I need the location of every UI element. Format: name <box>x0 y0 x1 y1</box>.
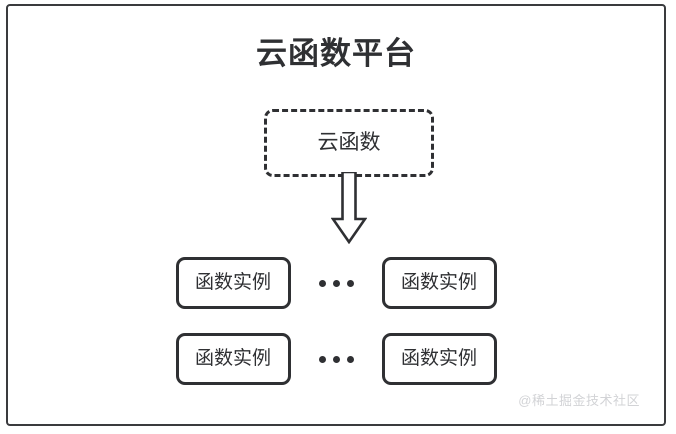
ellipsis-dot <box>318 355 326 363</box>
function-instance-node: 函数实例 <box>175 333 291 385</box>
ellipsis-dot <box>332 355 340 363</box>
function-instance-label: 函数实例 <box>194 348 271 369</box>
ellipsis-dot <box>332 279 340 287</box>
block-arrow-down-icon <box>330 170 368 245</box>
ellipsis-icon <box>291 355 382 363</box>
ellipsis-dot <box>346 279 354 287</box>
watermark: @稀土掘金技术社区 <box>518 393 640 408</box>
instance-row: 函数实例 函数实例 <box>8 257 664 309</box>
instance-row: 函数实例 函数实例 <box>8 333 664 385</box>
ellipsis-dot <box>346 355 354 363</box>
function-instance-label: 函数实例 <box>400 272 477 293</box>
function-instance-node: 函数实例 <box>381 257 497 309</box>
ellipsis-dot <box>318 279 326 287</box>
function-instance-label: 函数实例 <box>194 272 271 293</box>
function-instance-node: 函数实例 <box>381 333 497 385</box>
platform-title: 云函数平台 <box>256 36 416 71</box>
ellipsis-icon <box>291 279 382 287</box>
function-instance-node: 函数实例 <box>175 257 291 309</box>
cloud-function-node: 云函数 <box>264 109 434 177</box>
cloud-function-label: 云函数 <box>317 131 381 154</box>
cloud-function-platform-frame: 云函数平台 云函数 函数实例 函数实例 函数实例 <box>6 4 666 426</box>
function-instance-label: 函数实例 <box>400 348 477 369</box>
